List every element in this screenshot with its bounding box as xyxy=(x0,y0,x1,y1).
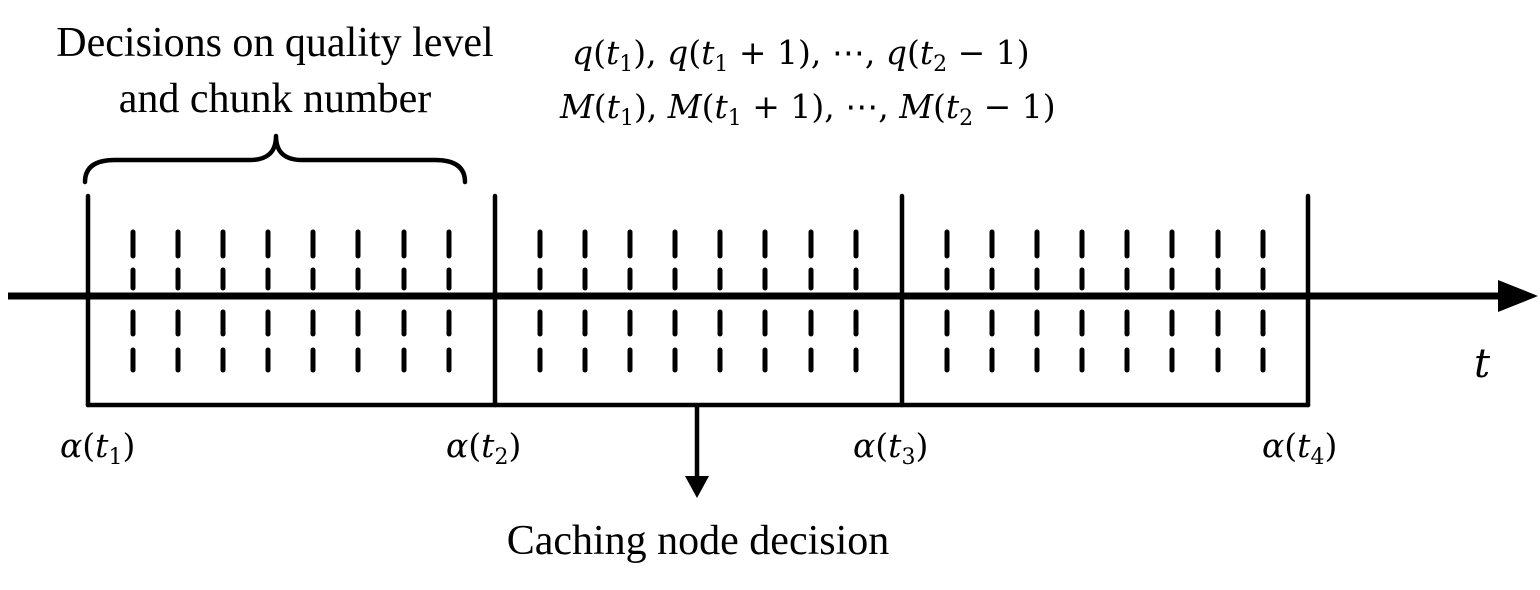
m-sequence: M(t1), M(t1 + 1), ⋯, M(t2 − 1) xyxy=(559,87,1056,131)
segment-group xyxy=(85,193,1311,408)
caching-decision-arrowhead xyxy=(685,476,709,498)
curly-brace xyxy=(82,133,468,185)
time-axis-arrowhead xyxy=(1498,280,1538,312)
time-axis-label: t xyxy=(1474,341,1491,387)
q-sequence: q(t1), q(t1 + 1), ⋯, q(t2 − 1) xyxy=(572,33,1030,77)
boundary-label-3: α(t3) xyxy=(853,426,928,470)
quality-chunk-label-line1: Decisions on quality level xyxy=(56,20,493,66)
quality-chunk-label-line2: and chunk number xyxy=(119,76,432,122)
boundary-label-4: α(t4) xyxy=(1262,426,1337,470)
caching-node-decision-label: Caching node decision xyxy=(507,518,890,564)
boundary-label-1: α(t1) xyxy=(60,426,135,470)
boundary-label-2: α(t2) xyxy=(446,426,521,470)
